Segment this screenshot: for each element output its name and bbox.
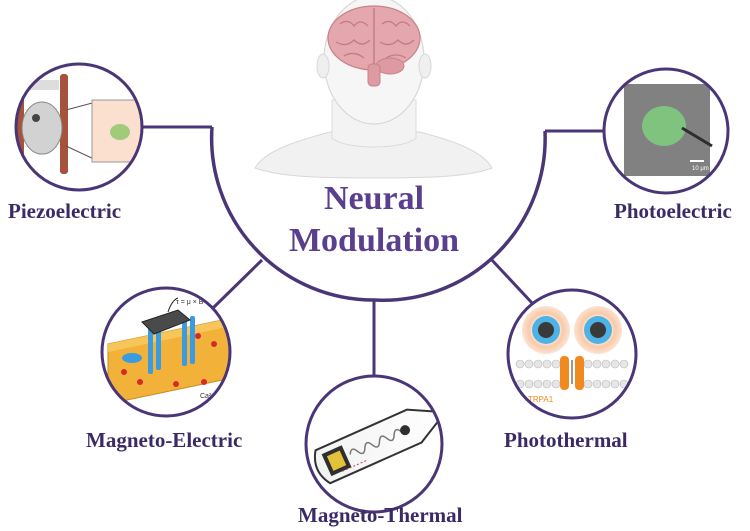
photothermal-inset: TRPA1 xyxy=(508,290,636,418)
label-magneto-thermal: Magneto-Thermal xyxy=(298,503,462,528)
label-piezoelectric: Piezoelectric xyxy=(8,199,121,224)
cell-micrograph-icon xyxy=(624,84,712,176)
label-photoelectric: Photoelectric xyxy=(614,199,732,224)
connector-magneto-electric xyxy=(213,260,262,308)
magneto-thermal-inset xyxy=(306,376,453,512)
magneto-electric-equation: τ = μ × B xyxy=(176,299,204,306)
magneto-electric-inset: τ = μ × B Ca²⁺ xyxy=(102,288,232,416)
photoelectric-inset: 10 μm xyxy=(604,69,728,193)
connector-photothermal xyxy=(490,258,533,304)
title-line-2: Modulation xyxy=(262,222,486,260)
photoelectric-scale-label: 10 μm xyxy=(692,166,709,172)
label-magneto-electric: Magneto-Electric xyxy=(86,428,242,453)
label-photothermal: Photothermal xyxy=(504,428,628,453)
title-line-1: Neural xyxy=(298,180,450,218)
piezoelectric-inset xyxy=(16,64,148,190)
